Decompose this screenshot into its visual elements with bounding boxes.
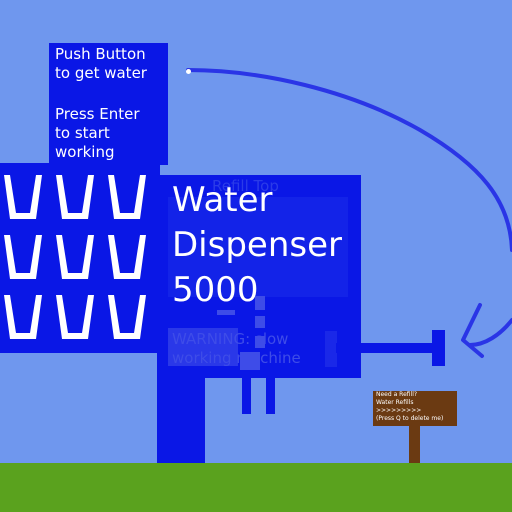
cup[interactable]: [4, 175, 42, 219]
machine-base: [157, 378, 205, 463]
machine-leg: [242, 370, 251, 414]
refill-sign[interactable]: [373, 391, 457, 426]
arrow-start-dot: [186, 69, 191, 74]
machine-title: Water Dispenser 5000: [172, 180, 342, 310]
slot: [217, 310, 235, 315]
push-button-hint: Push Button to get water: [55, 45, 147, 82]
warning-label: WARNING: slow working machine: [172, 330, 301, 367]
refill-top-label: Refill Top: [212, 177, 279, 195]
cup[interactable]: [56, 235, 94, 279]
cup[interactable]: [108, 295, 146, 339]
indicator-light: [255, 336, 265, 348]
pipe-connector: [325, 331, 337, 367]
warning-box: [168, 328, 238, 366]
cup[interactable]: [56, 295, 94, 339]
cup-rack: [0, 163, 160, 353]
refill-sign-text: Need a Refill? Water Refills >>>>>>>>> (…: [376, 391, 444, 422]
water-nozzle[interactable]: [432, 330, 445, 366]
sign-post: [409, 426, 420, 463]
water-pipe: [336, 343, 440, 353]
cup[interactable]: [108, 235, 146, 279]
cup[interactable]: [4, 295, 42, 339]
indicator-light: [255, 296, 265, 310]
cup[interactable]: [56, 175, 94, 219]
indicator-light: [255, 316, 265, 328]
press-enter-hint: Press Enter to start working: [55, 105, 140, 161]
cup[interactable]: [4, 235, 42, 279]
refill-top-panel[interactable]: [168, 197, 348, 297]
machine-leg: [266, 370, 275, 414]
hint-panel: [49, 43, 168, 165]
cup[interactable]: [108, 175, 146, 219]
ground: [0, 463, 512, 512]
water-button[interactable]: [240, 352, 260, 370]
